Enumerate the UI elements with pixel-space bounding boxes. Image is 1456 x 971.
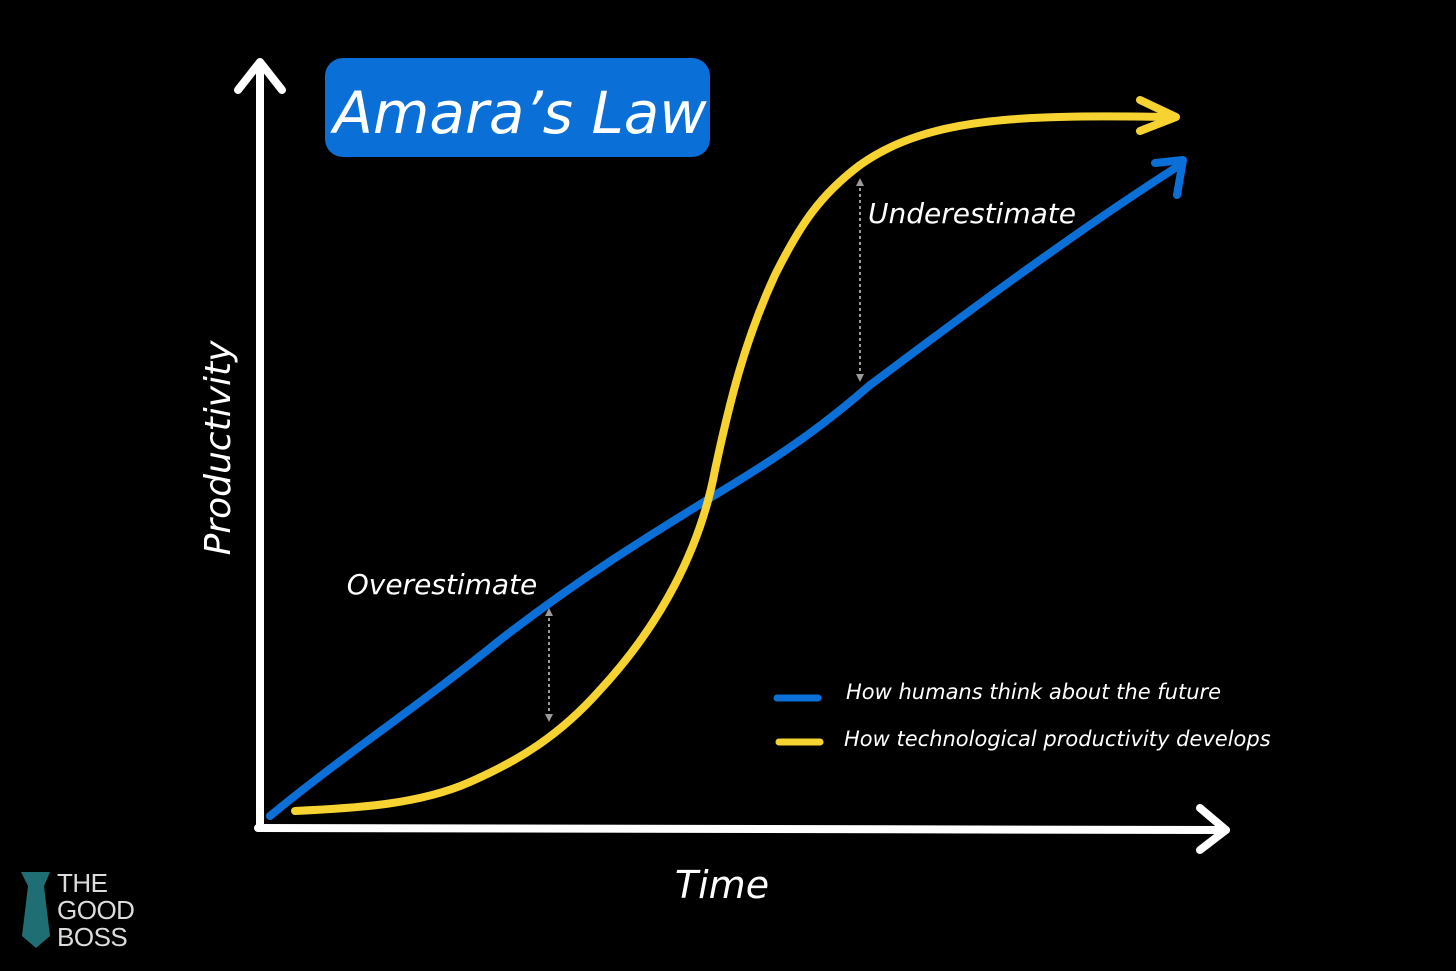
y-axis-label: Productivity bbox=[198, 340, 239, 556]
title-text: Amara’s Law bbox=[329, 79, 707, 147]
necktie-icon bbox=[21, 872, 50, 948]
logo-line-3: BOSS bbox=[57, 922, 127, 952]
tech-productivity-line bbox=[291, 96, 1180, 815]
legend-label-human: How humans think about the future bbox=[846, 680, 1221, 704]
x-axis-arrow-icon bbox=[1196, 804, 1230, 854]
underestimate-label: Underestimate bbox=[868, 197, 1076, 230]
y-axis-arrow-icon bbox=[234, 58, 286, 94]
legend: How humans think about the future How te… bbox=[773, 680, 1271, 751]
overestimate-label: Overestimate bbox=[347, 568, 538, 601]
legend-label-tech: How technological productivity develops bbox=[844, 727, 1271, 751]
x-axis-line bbox=[254, 824, 1230, 834]
the-good-boss-logo: THE GOOD BOSS bbox=[21, 868, 135, 952]
human-line-arrow-icon bbox=[1151, 156, 1187, 199]
x-axis-label: Time bbox=[675, 863, 769, 907]
human-expectation-line bbox=[266, 156, 1187, 820]
axes bbox=[234, 58, 1230, 854]
logo-line-2: GOOD bbox=[57, 895, 134, 925]
logo-line-1: THE bbox=[57, 868, 108, 898]
tech-line-arrow-icon bbox=[1136, 96, 1180, 135]
title-box: Amara’s Law bbox=[325, 58, 710, 157]
